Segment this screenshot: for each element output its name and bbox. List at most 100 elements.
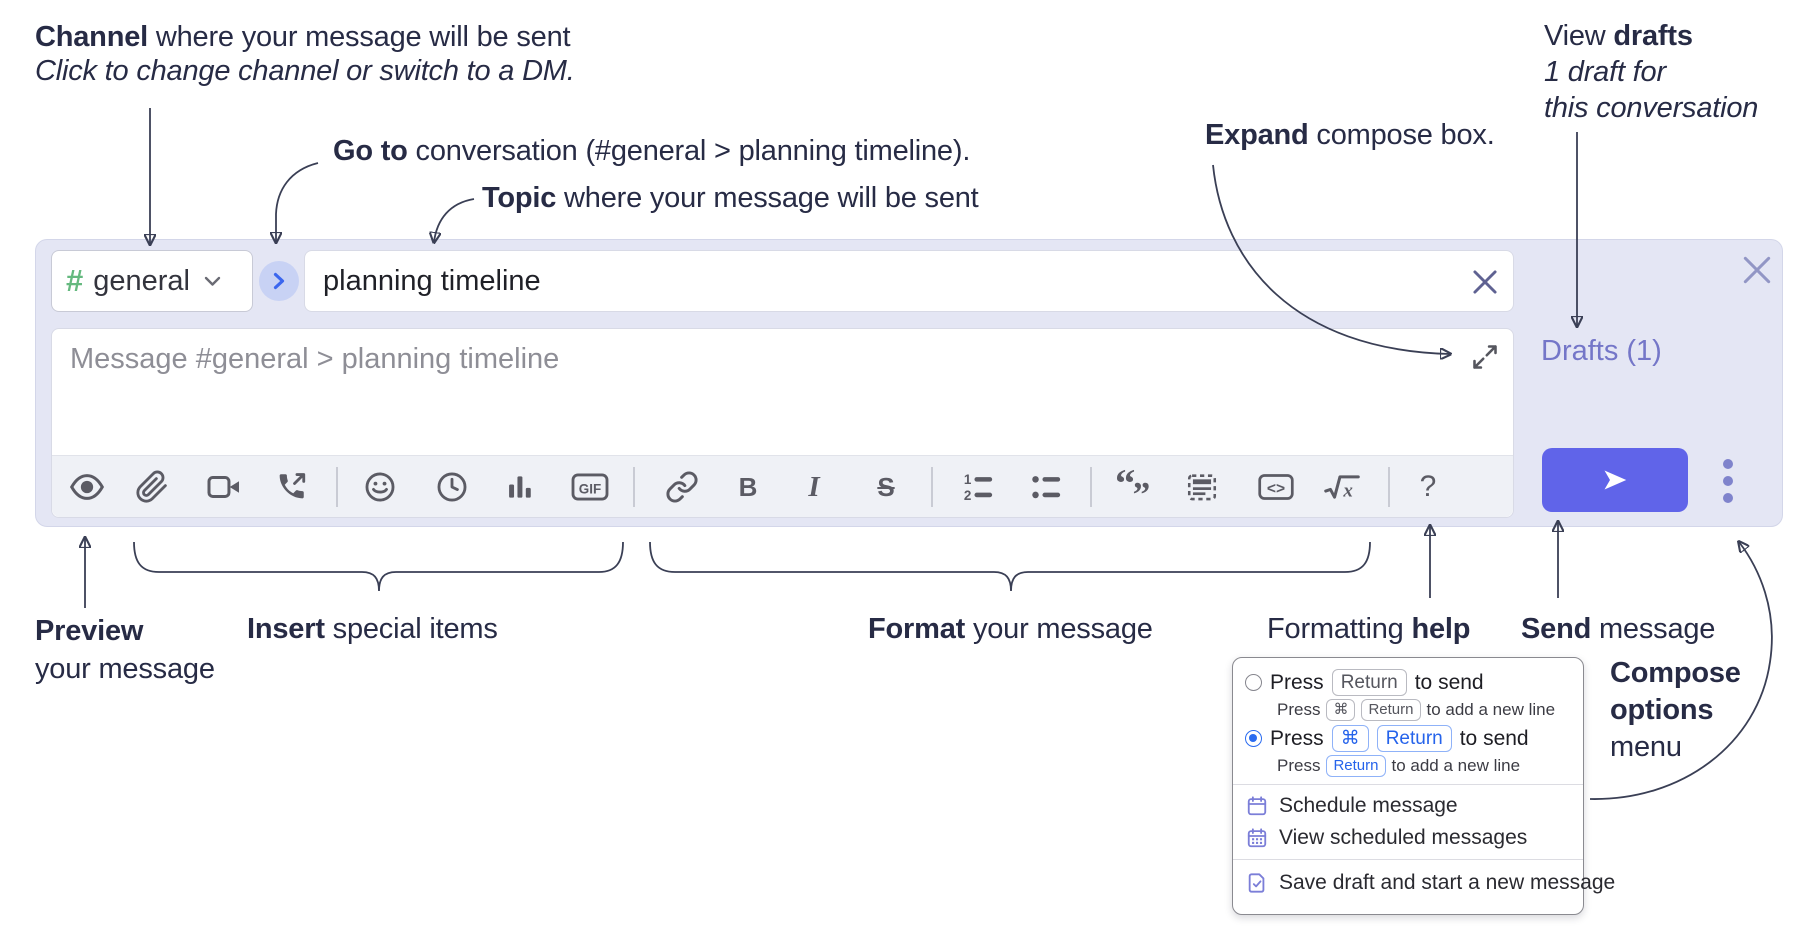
toolbar-separator <box>1388 467 1390 507</box>
calendar-icon <box>1247 796 1267 816</box>
numbered-list-icon: 12 <box>964 472 993 503</box>
radio-unselected-icon[interactable] <box>1245 674 1262 691</box>
link-button[interactable] <box>658 463 706 511</box>
send-icon <box>1604 470 1627 490</box>
document-check-icon <box>1248 873 1265 893</box>
phone-call-icon <box>279 473 306 499</box>
svg-text:x: x <box>1342 481 1353 502</box>
return-key: Return <box>1376 725 1452 752</box>
enter-sends-subtext: Press ⌘ Return to add a new line <box>1277 698 1556 721</box>
cmd-key: ⌘ <box>1331 725 1369 752</box>
cmd-enter-sends-option[interactable]: Press ⌘ Return to send <box>1233 723 1583 754</box>
audio-call-button[interactable] <box>267 463 315 511</box>
view-drafts-caption: View drafts 1 draft for this conversatio… <box>1544 20 1759 124</box>
save-draft-item[interactable]: Save draft and start a new message <box>1233 865 1615 901</box>
close-icon <box>1473 270 1497 294</box>
math-button[interactable]: x <box>1318 463 1366 511</box>
topic-input[interactable] <box>305 251 1513 311</box>
quote-button[interactable]: “” <box>1110 461 1158 515</box>
svg-text:GIF: GIF <box>579 481 601 496</box>
go-to-conversation-button[interactable] <box>259 261 299 301</box>
enter-sends-option[interactable]: Press Return to send <box>1233 667 1583 698</box>
video-call-button[interactable] <box>200 463 248 511</box>
formatting-help-button[interactable]: ? <box>1404 463 1452 511</box>
quote-icon: “” <box>1115 461 1150 515</box>
toolbar-separator <box>1090 467 1092 507</box>
compose-box: # general <box>35 239 1783 527</box>
strikethrough-icon: S <box>877 472 895 502</box>
preview-button[interactable] <box>63 463 111 511</box>
topic-clear-button[interactable] <box>1467 264 1503 300</box>
spoiler-icon <box>1187 474 1217 501</box>
clock-icon <box>437 472 467 502</box>
popup-divider <box>1233 859 1583 860</box>
topic-input-wrap <box>304 250 1514 312</box>
channel-hash-icon: # <box>66 263 84 298</box>
strikethrough-button[interactable]: S <box>862 463 910 511</box>
compose-options-button[interactable] <box>1712 452 1744 510</box>
send-button[interactable] <box>1542 448 1688 512</box>
return-key: Return <box>1326 754 1386 777</box>
connector-goto <box>276 162 319 242</box>
cmd-enter-sends-subtext: Press Return to add a new line <box>1277 754 1521 777</box>
smiley-icon <box>365 472 395 502</box>
schedule-message-item[interactable]: Schedule message <box>1233 790 1583 822</box>
channel-name: general <box>93 264 190 297</box>
bulleted-list-icon <box>1032 476 1061 499</box>
view-scheduled-messages-item[interactable]: View scheduled messages <box>1233 822 1583 854</box>
calendar-dots-icon <box>1247 828 1267 848</box>
eye-icon <box>69 474 105 500</box>
chevron-right-icon <box>273 272 285 290</box>
poll-button[interactable] <box>496 463 544 511</box>
close-icon <box>1743 256 1771 284</box>
expand-caption: Expand compose box. <box>1205 119 1495 151</box>
insert-brace <box>133 541 624 592</box>
connector-topic <box>434 198 475 242</box>
toolbar-separator <box>931 467 933 507</box>
code-icon: <> <box>1258 474 1294 500</box>
emoji-button[interactable] <box>356 463 404 511</box>
bold-button[interactable]: B <box>724 463 772 511</box>
italic-icon: I <box>808 470 820 503</box>
svg-text:1: 1 <box>964 472 972 487</box>
expand-icon <box>1473 345 1497 369</box>
radio-selected-icon[interactable] <box>1245 730 1262 747</box>
send-caption: Send message <box>1521 613 1716 645</box>
gif-button[interactable]: GIF <box>566 463 614 511</box>
compose-options-caption: Compose options menu <box>1610 657 1741 763</box>
bold-icon: B <box>738 472 758 502</box>
italic-button[interactable]: I <box>790 463 838 511</box>
close-compose-button[interactable] <box>1738 251 1776 289</box>
time-button[interactable] <box>428 463 476 511</box>
kebab-dot <box>1723 493 1733 503</box>
svg-text:“: “ <box>1115 461 1135 506</box>
preview-caption: Preview your message <box>35 615 215 685</box>
format-brace <box>649 541 1371 592</box>
toolbar-separator <box>336 467 338 507</box>
spoiler-button[interactable] <box>1178 463 1226 511</box>
message-box: GIF B I S 12 <box>51 328 1514 518</box>
goto-caption: Go to conversation (#general > planning … <box>333 135 971 167</box>
gif-icon: GIF <box>571 473 609 501</box>
compose-options-popup: Press Return to send Press ⌘ Return to a… <box>1232 657 1615 915</box>
toolbar-separator <box>633 467 635 507</box>
kebab-dot <box>1723 476 1733 486</box>
math-icon: x <box>1324 475 1360 502</box>
svg-text:<>: <> <box>1267 481 1285 498</box>
message-input[interactable] <box>52 329 1513 455</box>
svg-text:”: ” <box>1133 475 1151 514</box>
expand-compose-button[interactable] <box>1469 341 1501 373</box>
channel-select-button[interactable]: # general <box>51 250 253 312</box>
bar-chart-icon <box>509 476 531 498</box>
drafts-link[interactable]: Drafts (1) <box>1541 335 1662 367</box>
popup-divider <box>1233 784 1583 785</box>
attach-file-button[interactable] <box>128 463 176 511</box>
link-icon <box>666 471 698 503</box>
formatting-help-caption: Formatting help <box>1267 613 1471 645</box>
return-key: Return <box>1361 698 1421 721</box>
code-button[interactable]: <> <box>1252 463 1300 511</box>
bulleted-list-button[interactable] <box>1022 463 1070 511</box>
